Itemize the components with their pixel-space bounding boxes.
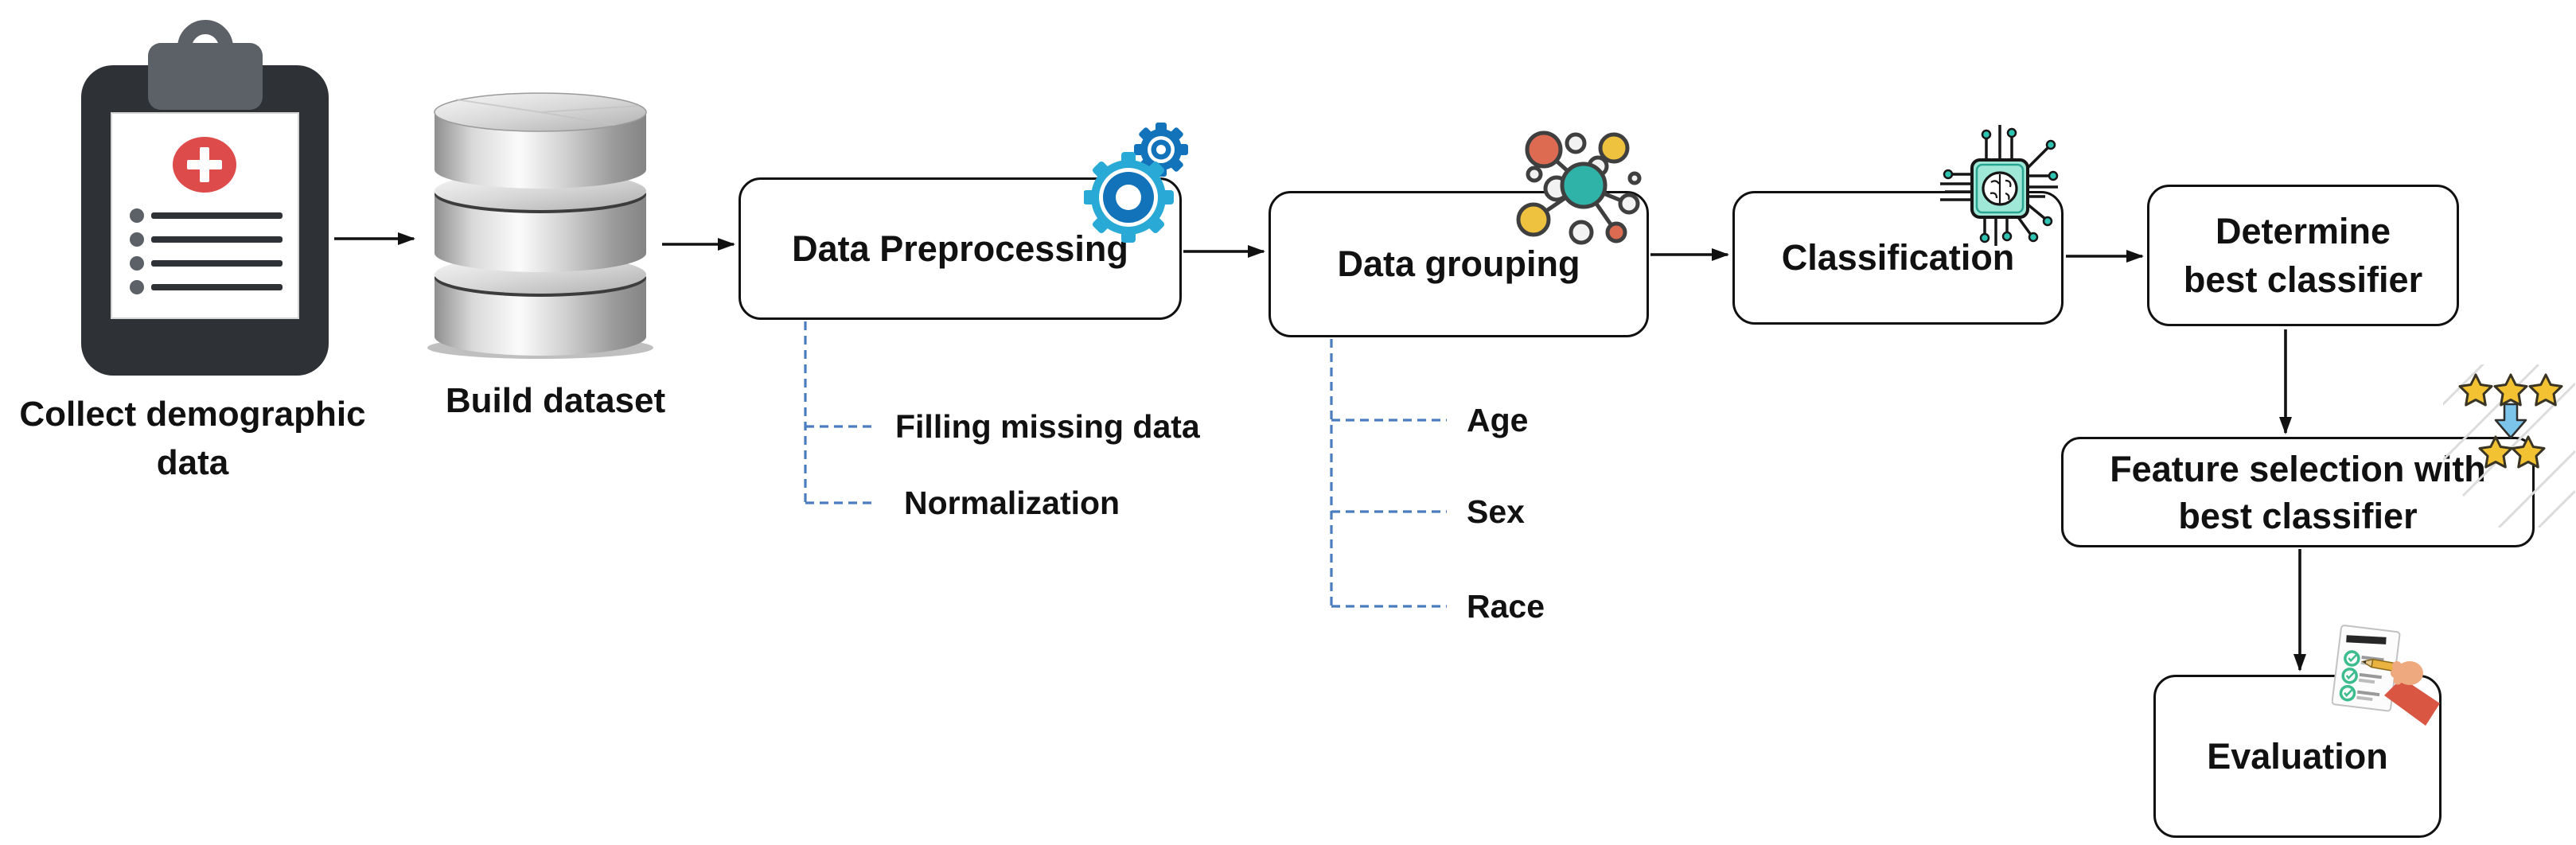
subitem-age: Age [1467,402,1529,438]
large-gear [1084,152,1174,243]
box-classification-label: Classification [1781,237,2015,278]
collect-line1: Collect demographic [19,395,366,434]
feature-line1: Feature selection with [2110,448,2486,489]
ai-chip-icon [1940,125,2059,246]
box-feature-selection: Feature selection with best classifier [2061,437,2535,547]
box-data-grouping-label: Data grouping [1337,243,1580,284]
box-data-preprocessing-label: Data Preprocessing [792,228,1128,269]
clipboard-medical-icon [81,20,329,376]
determine-line1: Determine [2215,211,2391,251]
small-gear [1134,123,1188,177]
caption-collect-demographic: Collect demographic data [14,394,372,484]
build-dataset-label: Build dataset [445,381,666,420]
determine-line2: best classifier [2183,259,2423,300]
subitem-normalization: Normalization [904,485,1120,521]
subitem-race: Race [1467,588,1545,625]
caption-build-dataset: Build dataset [436,380,675,422]
hand [2391,661,2423,685]
clipboard-list-rows [130,208,283,294]
checklist-hand-icon [2332,625,2440,726]
stars-ranking-icon [2443,364,2575,528]
collect-line2: data [156,443,229,482]
gears-icon [1084,123,1188,243]
feature-line2: best classifier [2178,495,2418,536]
box-evaluation-label: Evaluation [2207,735,2388,777]
dashed-tree-grouping [1330,339,1447,608]
network-nodes-icon [1516,130,1642,245]
subitem-filling-missing-data: Filling missing data [895,408,1200,445]
blue-down-arrow [2494,403,2527,439]
sleeve [2384,678,2440,726]
box-determine-best-classifier: Determine best classifier [2147,185,2459,326]
database-icon [427,92,653,359]
hatch-lines [2443,364,2575,528]
dashed-tree-preprocessing [804,321,873,504]
box-data-grouping: Data grouping [1269,191,1649,337]
subitem-sex: Sex [1467,493,1525,530]
